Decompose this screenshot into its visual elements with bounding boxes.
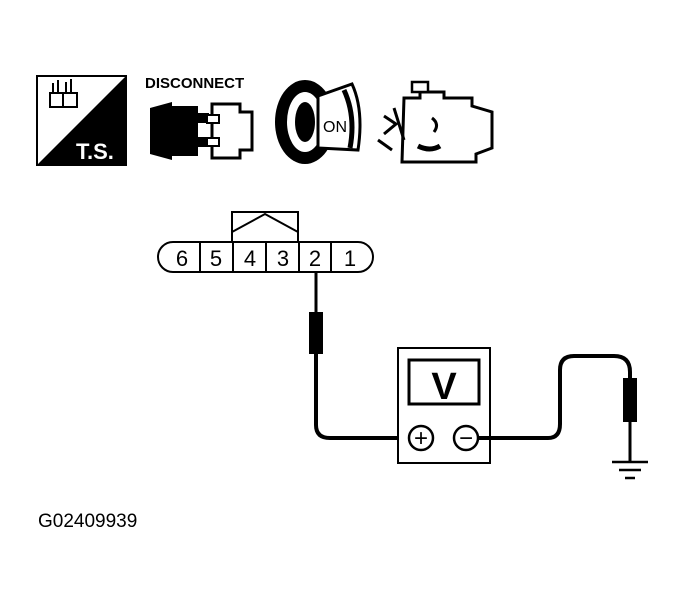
positive-probe (309, 272, 410, 440)
positive-terminal (407, 424, 435, 452)
ignition-on-label: ON (323, 119, 347, 136)
figure-id: G02409939 (38, 511, 137, 532)
test-harness-icon: T.S. (36, 75, 127, 166)
connector-pin-label: 2 (309, 246, 321, 271)
voltmeter: V + − (397, 347, 491, 464)
negative-terminal-symbol: − (459, 425, 473, 452)
connector-pin-label: 4 (244, 246, 256, 271)
engine-icon (377, 80, 494, 164)
ts-label: T.S. (76, 139, 114, 164)
negative-probe (478, 354, 637, 462)
harness-connector: 6 5 4 3 2 1 (157, 211, 374, 273)
ground-symbol (612, 460, 648, 480)
positive-terminal-symbol: + (414, 425, 428, 452)
connector-pin-label: 3 (277, 246, 289, 271)
ignition-key-icon: ON (275, 80, 362, 164)
disconnect-icon: DISCONNECT (145, 75, 254, 160)
voltmeter-display-label: V (431, 366, 457, 408)
connector-pin-label: 6 (176, 246, 188, 271)
connector-pin-label: 5 (210, 246, 222, 271)
connector-pin-label: 1 (344, 246, 356, 271)
disconnect-label: DISCONNECT (145, 75, 244, 92)
